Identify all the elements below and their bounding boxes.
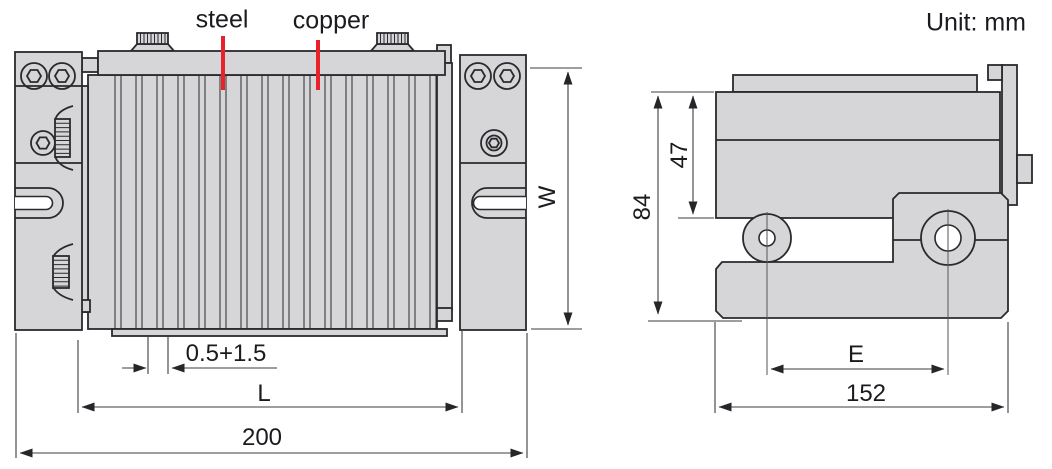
knurled-knob-left bbox=[136, 32, 169, 45]
dim-label-roller-distance: E bbox=[847, 341, 865, 368]
rear-flange bbox=[1001, 64, 1018, 206]
dim-label-overall-height: 84 bbox=[629, 193, 656, 221]
socket-screw bbox=[464, 62, 492, 90]
thumb-wheel-lower-knurl bbox=[53, 259, 69, 287]
hex-socket bbox=[487, 137, 501, 149]
material-label-steel: steel bbox=[195, 5, 249, 34]
hex-socket bbox=[35, 136, 51, 150]
jaw-serrations bbox=[114, 75, 437, 329]
socket-screw bbox=[20, 62, 48, 90]
socket-screw-inner bbox=[485, 134, 503, 152]
front-view-dimensions bbox=[15, 67, 582, 458]
dim-label-jaw-length: L bbox=[257, 380, 271, 407]
left-clamp-block bbox=[14, 51, 83, 331]
roller-center-lines bbox=[766, 209, 949, 375]
right-clamp-block bbox=[459, 54, 527, 331]
top-clamp-bar bbox=[97, 50, 446, 76]
knurled-knob-right bbox=[376, 32, 409, 45]
knob-right-knurl bbox=[380, 33, 406, 44]
material-label-copper: copper bbox=[292, 6, 370, 35]
dim-label-jaw-width: W bbox=[534, 185, 561, 209]
right-plate-bottom-tab bbox=[436, 307, 453, 322]
right-slot bbox=[472, 195, 526, 211]
right-jaw-plate bbox=[436, 62, 453, 311]
left-slot-outer bbox=[15, 187, 64, 219]
right-slot-outer bbox=[471, 187, 526, 219]
thumb-wheel-lower bbox=[52, 255, 70, 289]
dim-label-overall-depth: 152 bbox=[845, 380, 887, 407]
socket-screw bbox=[493, 62, 521, 90]
rear-stud bbox=[1016, 154, 1033, 184]
hex-socket bbox=[498, 69, 516, 83]
knob-flare-left bbox=[129, 43, 176, 52]
left-slot bbox=[15, 195, 54, 211]
rear-flange-hook bbox=[987, 64, 1003, 81]
thumb-wheel-upper bbox=[54, 118, 71, 158]
unit-note: Unit: mm bbox=[926, 8, 1026, 37]
knob-flare-right bbox=[369, 43, 416, 52]
hex-socket bbox=[469, 69, 487, 83]
side-top-plate bbox=[732, 74, 978, 93]
hex-socket bbox=[25, 69, 43, 83]
dim-label-overall-length: 200 bbox=[241, 424, 283, 451]
socket-screw bbox=[48, 62, 76, 90]
knob-left-knurl bbox=[140, 33, 166, 44]
front-view bbox=[14, 32, 582, 458]
socket-screw bbox=[480, 129, 508, 157]
thumb-wheel-upper-knurl bbox=[55, 122, 70, 154]
dim-label-body-height: 47 bbox=[666, 141, 693, 169]
side-view bbox=[648, 64, 1033, 413]
dim-label-plate-thickness: 0.5+1.5 bbox=[185, 340, 267, 367]
hex-socket bbox=[53, 69, 71, 83]
side-view-dimensions bbox=[648, 91, 1009, 413]
left-plate-top-tab bbox=[81, 57, 99, 73]
jaw-bottom-strip bbox=[111, 328, 448, 337]
